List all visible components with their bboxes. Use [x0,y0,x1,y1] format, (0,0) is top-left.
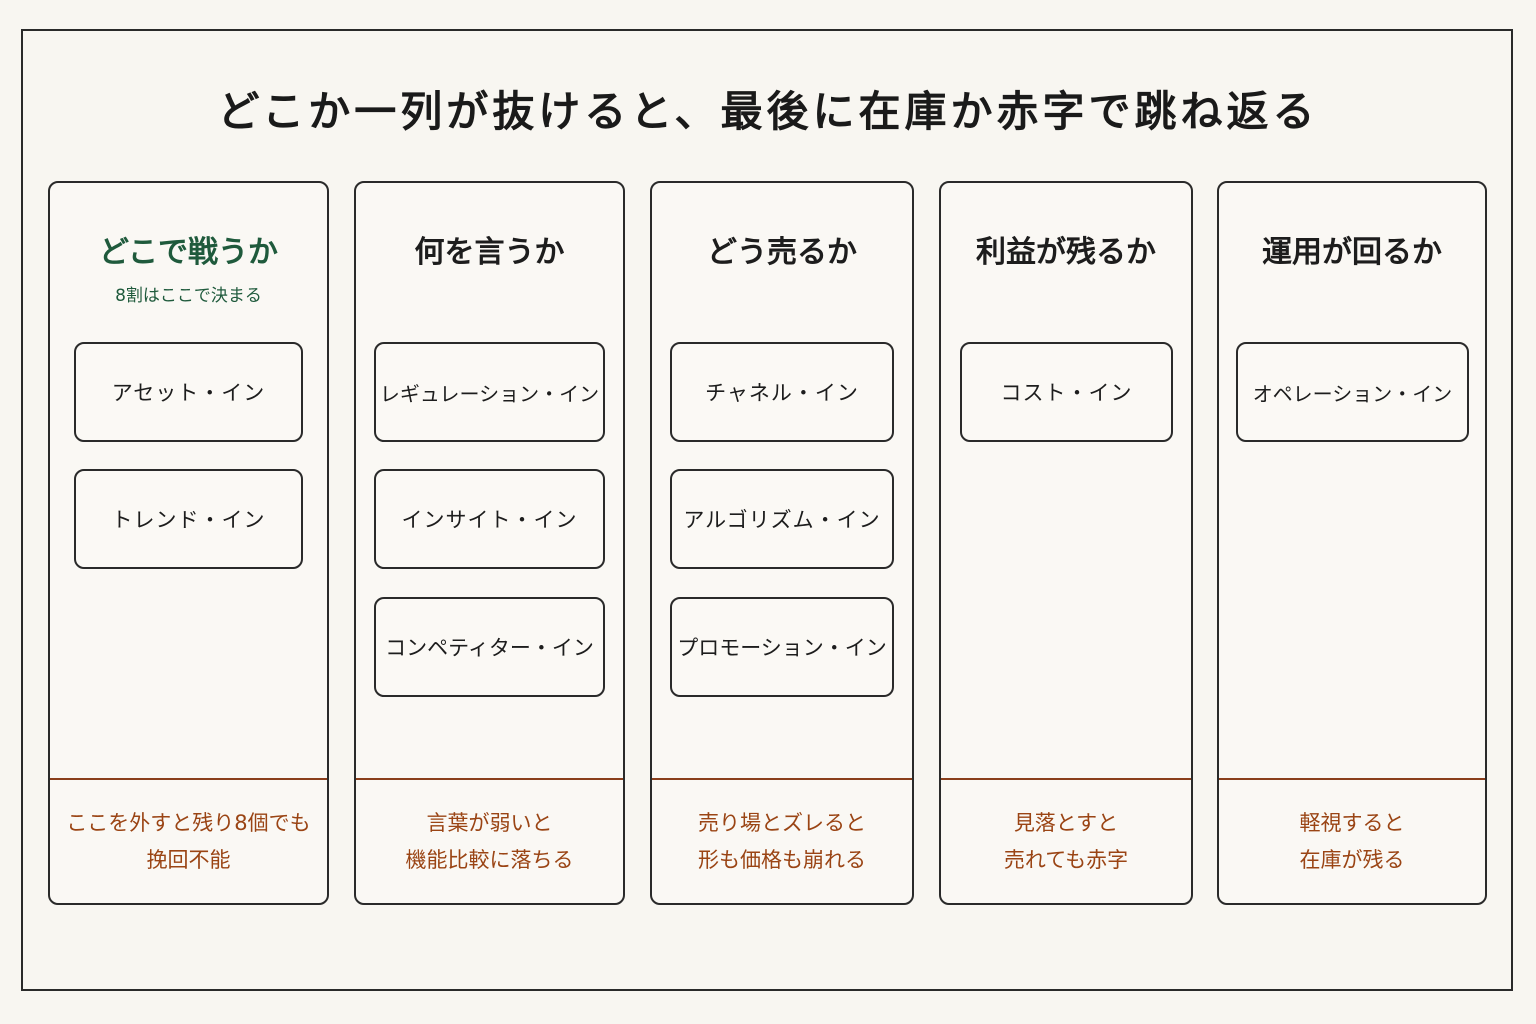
note-line: 言葉が弱いと [426,811,553,835]
item-regulation-in: レギュレーション・イン [374,342,605,442]
item-channel-in: チャネル・イン [670,342,894,442]
item-algorithm-in: アルゴリズム・イン [670,469,894,569]
column-heading: 運用が回るか [1262,235,1442,270]
item-insight-in: インサイト・イン [374,469,605,569]
column-divider [652,778,912,780]
column-what-to-say: 何を言うか レギュレーション・イン インサイト・イン コンペティター・イン 言葉… [354,181,625,905]
item-trend-in: トレンド・イン [74,469,303,569]
outer-frame [21,29,1513,991]
column-where-to-fight: どこで戦うか 8割はここで決まる アセット・イン トレンド・イン ここを外すと残… [48,181,329,905]
page-title: どこか一列が抜けると、最後に在庫か赤字で跳ね返る [217,87,1319,136]
column-divider [50,778,327,780]
item-promotion-in: プロモーション・イン [670,597,894,697]
note-line: 見落とすと [1013,811,1119,835]
column-divider [1219,778,1485,780]
item-cost-in: コスト・イン [960,342,1173,442]
column-heading: どこで戦うか [98,235,279,270]
note-line: 挽回不能 [146,848,231,872]
note-line: ここを外すと残り8個でも [66,811,311,835]
column-heading: どう売るか [707,235,857,270]
note-line: 機能比較に落ちる [405,848,574,872]
note-line: 売り場とズレると [698,811,866,835]
note-line: 軽視すると [1299,811,1405,835]
column-note: 売り場とズレると 形も価格も崩れる [652,805,912,879]
column-heading: 何を言うか [414,235,565,270]
column-profit-remains: 利益が残るか コスト・イン 見落とすと 売れても赤字 [939,181,1193,905]
column-note: ここを外すと残り8個でも 挽回不能 [50,805,327,879]
column-note: 言葉が弱いと 機能比較に落ちる [356,805,623,879]
column-how-to-sell: どう売るか チャネル・イン アルゴリズム・イン プロモーション・イン 売り場とズ… [650,181,914,905]
column-subheading: 8割はここで決まる [115,286,262,306]
note-line: 売れても赤字 [1003,848,1129,872]
item-operation-in: オペレーション・イン [1236,342,1469,442]
note-line: 形も価格も崩れる [698,848,866,872]
item-asset-in: アセット・イン [74,342,303,442]
column-divider [356,778,623,780]
item-competitor-in: コンペティター・イン [374,597,605,697]
column-divider [941,778,1191,780]
note-line: 在庫が残る [1299,848,1405,872]
column-note: 見落とすと 売れても赤字 [941,805,1191,879]
column-operations-run: 運用が回るか オペレーション・イン 軽視すると 在庫が残る [1217,181,1487,905]
column-heading: 利益が残るか [976,235,1156,270]
column-note: 軽視すると 在庫が残る [1219,805,1485,879]
